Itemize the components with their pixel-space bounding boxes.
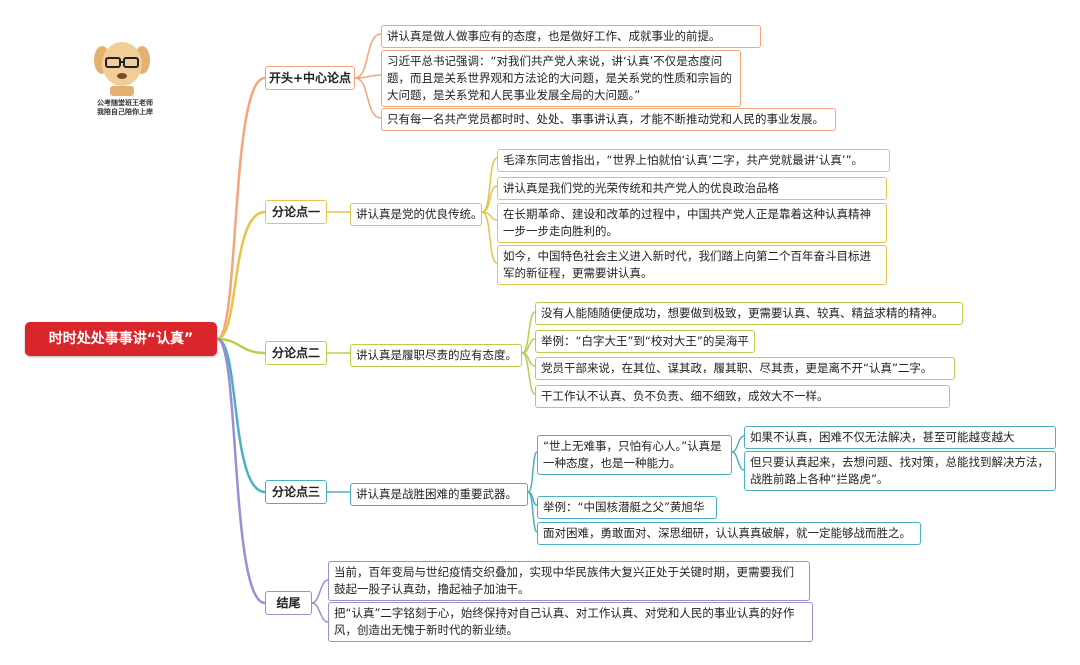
branch-point-one[interactable]: 分论点一 [265, 200, 327, 224]
b4-mid[interactable]: 讲认真是战胜困难的重要武器。 [350, 483, 528, 506]
branch-point-three[interactable]: 分论点三 [265, 480, 327, 504]
logo-line-1: 公考随堂班王老师 [97, 99, 153, 107]
b4-item-1[interactable]: 举例：“中国核潜艇之父”黄旭华 [537, 496, 717, 519]
branch-opening-thesis[interactable]: 开头+中心论点 [265, 66, 355, 90]
root-topic[interactable]: 时时处处事事讲“认真” [25, 322, 217, 356]
b3-item-1[interactable]: 没有人能随随便便成功，想要做到极致，更需要认真、较真、精益求精的精神。 [535, 302, 963, 325]
b1-item-3[interactable]: 只有每一名共产党员都时时、处处、事事讲认真，才能不断推动党和人民的事业发展。 [381, 108, 836, 131]
b2-item-1[interactable]: 毛泽东同志曾指出，“世界上怕就怕‘认真’二字，共产党就最讲‘认真’”。 [497, 149, 890, 172]
teacher-logo-icon [94, 42, 150, 96]
b5-item-2[interactable]: 把“认真”二字铭刻于心，始终保持对自己认真、对工作认真、对党和人民的事业认真的好… [328, 602, 813, 642]
b4-quote[interactable]: “世上无难事，只怕有心人。”认真是一种态度，也是一种能力。 [537, 435, 732, 475]
b1-item-2[interactable]: 习近平总书记强调：“对我们共产党人来说，讲‘认真’不仅是态度问题，而且是关系世界… [381, 50, 741, 107]
b5-item-1[interactable]: 当前，百年变局与世纪疫情交织叠加，实现中华民族伟大复兴正处于关键时期，更需要我们… [328, 561, 810, 601]
b4-item-2[interactable]: 面对困难，勇敢面对、深思细研，认认真真破解，就一定能够战而胜之。 [537, 522, 921, 545]
b4-sub-1[interactable]: 如果不认真，困难不仅无法解决，甚至可能越变越大 [744, 426, 1056, 449]
b3-mid[interactable]: 讲认真是履职尽责的应有态度。 [350, 344, 522, 367]
logo-line-2: 我陪自己陪你上岸 [97, 108, 153, 116]
branch-point-two[interactable]: 分论点二 [265, 341, 327, 365]
b4-sub-2[interactable]: 但只要认真起来，去想问题、找对策，总能找到解决方法，战胜前路上各种“拦路虎”。 [744, 451, 1056, 491]
b3-item-3[interactable]: 党员干部来说，在其位、谋其政，履其职、尽其责，更是离不开“认真”二字。 [535, 357, 955, 380]
branch-conclusion[interactable]: 结尾 [265, 591, 312, 615]
b2-mid[interactable]: 讲认真是党的优良传统。 [350, 203, 483, 226]
b3-item-2[interactable]: 举例：“白字大王”到“校对大王”的吴海平 [535, 330, 755, 353]
b2-item-4[interactable]: 如今，中国特色社会主义进入新时代，我们踏上向第二个百年奋斗目标进军的新征程，更需… [497, 245, 887, 285]
b3-item-4[interactable]: 干工作认不认真、负不负责、细不细致，成效大不一样。 [535, 385, 950, 408]
b2-item-3[interactable]: 在长期革命、建设和改革的过程中，中国共产党人正是靠着这种认真精神一步一步走向胜利… [497, 203, 887, 243]
b1-item-1[interactable]: 讲认真是做人做事应有的态度，也是做好工作、成就事业的前提。 [381, 25, 761, 48]
b2-item-2[interactable]: 讲认真是我们党的光荣传统和共产党人的优良政治品格 [497, 177, 887, 200]
